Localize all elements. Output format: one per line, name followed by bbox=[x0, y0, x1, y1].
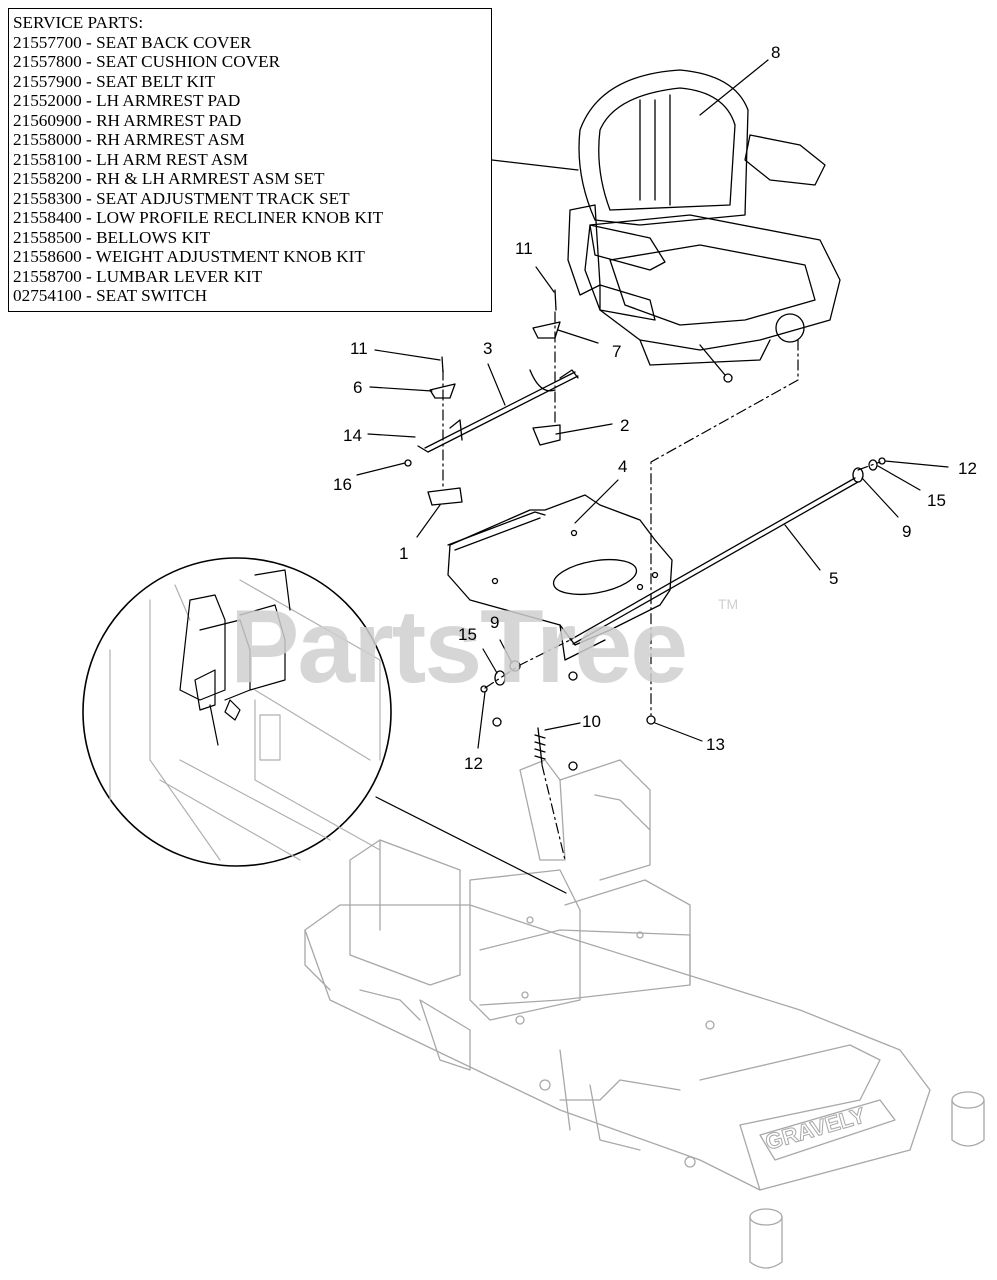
callout-9: 9 bbox=[490, 613, 500, 632]
callout-12: 12 bbox=[958, 459, 977, 478]
callout-15: 15 bbox=[458, 625, 477, 644]
seat-pan bbox=[447, 494, 673, 661]
small-parts bbox=[404, 289, 886, 771]
callout-9: 9 bbox=[902, 522, 912, 541]
callout-15: 15 bbox=[927, 491, 946, 510]
service-part-line: 21558200 - RH & LH ARMREST ASM SET bbox=[13, 169, 325, 188]
service-part-line: 21557700 - SEAT BACK COVER bbox=[13, 32, 252, 52]
watermark: PartsTree bbox=[230, 589, 688, 705]
service-part-line: 02754100 - SEAT SWITCH bbox=[13, 286, 207, 305]
detail-inset bbox=[82, 557, 392, 867]
service-part-line: 21558600 - WEIGHT ADJUSTMENT KNOB KIT bbox=[13, 247, 365, 266]
callout-7: 7 bbox=[612, 342, 622, 361]
callout-10: 10 bbox=[582, 712, 601, 731]
service-part-line: 21558400 - LOW PROFILE RECLINER KNOB KIT bbox=[13, 208, 384, 227]
service-part-line: 21557900 - SEAT BELT KIT bbox=[13, 71, 216, 91]
service-parts-title: SERVICE PARTS: bbox=[13, 13, 144, 32]
callout-13: 13 bbox=[706, 735, 725, 754]
callout-8: 8 bbox=[771, 43, 781, 62]
service-part-line: 21558300 - SEAT ADJUSTMENT TRACK SET bbox=[13, 188, 350, 208]
mower-frame: GRAVELY bbox=[304, 759, 985, 1269]
callout-4: 4 bbox=[618, 457, 628, 476]
service-part-line: 21558700 - LUMBAR LEVER KIT bbox=[13, 266, 263, 286]
callout-6: 6 bbox=[353, 378, 363, 397]
service-part-line: 21558100 - LH ARM REST ASM bbox=[13, 149, 249, 169]
callout-16: 16 bbox=[333, 475, 352, 494]
callout-3: 3 bbox=[483, 339, 493, 358]
callout-2: 2 bbox=[620, 416, 630, 435]
callout-11: 11 bbox=[515, 239, 533, 258]
seat-assembly bbox=[567, 69, 841, 383]
callout-11: 11 bbox=[350, 339, 368, 358]
service-part-line: 21557800 - SEAT CUSHION COVER bbox=[13, 52, 281, 71]
callout-12: 12 bbox=[464, 754, 483, 773]
construction-lines bbox=[442, 311, 881, 861]
watermark-tm: TM bbox=[718, 596, 739, 612]
service-parts-box: SERVICE PARTS: 21557700 - SEAT BACK COVE… bbox=[8, 8, 492, 312]
service-part-line: 21560900 - RH ARMREST PAD bbox=[13, 110, 242, 130]
service-part-line: 21552000 - LH ARMREST PAD bbox=[13, 91, 241, 110]
callout-14: 14 bbox=[343, 426, 362, 445]
callout-1: 1 bbox=[399, 544, 409, 563]
callout-5: 5 bbox=[829, 569, 839, 588]
service-part-line: 21558000 - RH ARMREST ASM bbox=[13, 130, 245, 149]
service-part-line: 21558500 - BELLOWS KIT bbox=[13, 227, 211, 247]
leader-lines bbox=[356, 59, 949, 894]
